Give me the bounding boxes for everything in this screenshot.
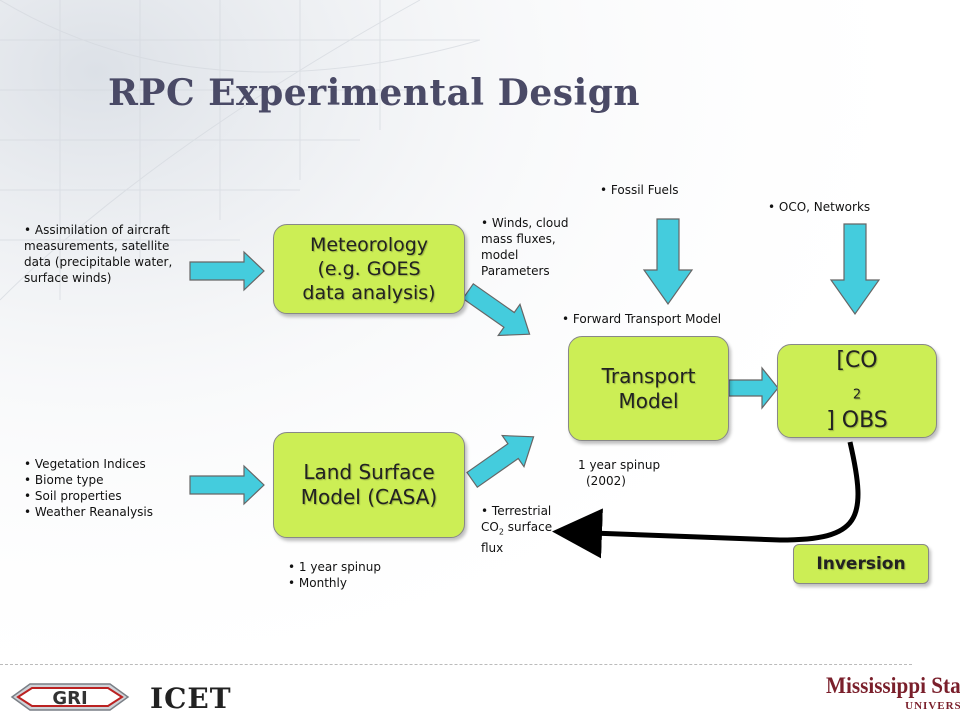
svg-text:GRI: GRI [52, 688, 87, 709]
note-winds: Winds, cloud mass fluxes, model Paramete… [481, 215, 568, 279]
note-terrestrial-flux: Terrestrial CO2 surface flux [481, 503, 552, 556]
note-transport-spinup: 1 year spinup (2002) [578, 458, 661, 488]
arrow-inputs-to-land-surface [189, 464, 265, 506]
land-surface-box: Land Surface Model (CASA) [273, 432, 465, 538]
note-forward-transport: Forward Transport Model [562, 311, 721, 327]
note-fossil-fuels: Fossil Fuels [600, 182, 679, 198]
arrow-meteorology-to-transport [462, 282, 531, 337]
arrow-inversion-feedback [552, 441, 861, 559]
footer-divider [0, 664, 912, 665]
transport-model-box: Transport Model [568, 336, 729, 441]
note-land-spinup: 1 year spinup Monthly [288, 559, 381, 591]
page-title: RPC Experimental Design [108, 72, 641, 114]
arrow-land-surface-to-transport [466, 434, 535, 489]
note-assimilation: Assimilation of aircraft measurements, s… [24, 222, 172, 286]
note-oco-networks: OCO, Networks [768, 199, 870, 215]
note-land-inputs: Vegetation Indices Biome type Soil prope… [24, 456, 153, 520]
arrow-assimilation-to-meteorology [189, 250, 265, 292]
meteorology-box: Meteorology (e.g. GOES data analysis) [273, 224, 465, 314]
arrow-fossil-fuels-down [642, 218, 694, 306]
icet-logo: ICET [150, 682, 232, 715]
gri-logo: GRI [10, 680, 130, 718]
arrow-transport-to-obs [728, 366, 779, 410]
msu-logo: Mississippi State UNIVERSITY [826, 673, 960, 712]
inversion-box: Inversion [793, 544, 929, 584]
arrow-oco-down [829, 223, 881, 316]
